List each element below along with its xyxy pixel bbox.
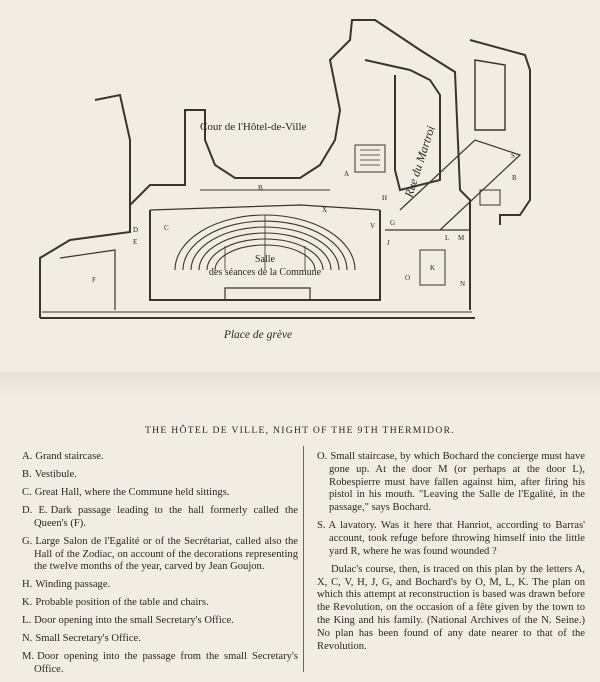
hall-benches <box>174 214 356 271</box>
hall-label-1: Salle <box>255 254 276 265</box>
plan-letter: D <box>133 226 138 234</box>
plan-letter: G <box>390 219 395 227</box>
legend-item: B.Vestibule. <box>22 468 77 480</box>
plan-letter: R <box>512 174 517 182</box>
plan-letter: H <box>382 194 387 202</box>
legend-item: G.Large Salon de l'Egalité or of the Sec… <box>22 535 298 573</box>
plan-letter: F <box>92 276 96 284</box>
plan-letter: B <box>258 184 263 192</box>
plan-letter: N <box>460 280 465 288</box>
legend-item: D. E.Dark passage leading to the hall fo… <box>22 504 298 529</box>
legend-item: N.Small Secretary's Office. <box>22 633 141 645</box>
figure-caption: THE HÔTEL DE VILLE, NIGHT OF THE 9TH THE… <box>145 425 455 436</box>
column-divider <box>303 446 304 672</box>
legend-right-column: O.Small staircase, by which Bochard the … <box>317 451 585 653</box>
legend-item: L.Door opening into the small Secretary'… <box>22 615 234 627</box>
legend-item: S.A lavatory. Was it here that Hanriot, … <box>317 520 585 557</box>
plan-letter: J <box>387 239 390 247</box>
courtyard-label: Cour de l'Hôtel-de-Ville <box>200 121 307 133</box>
plan-letter: M <box>458 234 465 242</box>
plan-walls <box>39 19 531 319</box>
square-label: Place de grève <box>223 329 292 341</box>
plan-letter: X <box>322 206 327 214</box>
legend-item: K.Probable position of the table and cha… <box>22 597 209 609</box>
legend-item: H.Winding passage. <box>22 579 111 591</box>
floor-plan: Cour de l'Hôtel-de-Ville Rue du Martroi … <box>39 19 531 341</box>
page-fold <box>0 372 600 402</box>
plan-letter: K <box>430 264 435 272</box>
plan-letters: A B C D E F G H J K L M N O R S V X <box>92 152 517 288</box>
plan-letter: L <box>445 234 449 242</box>
route-note: Dulac's course, then, is traced on this … <box>317 563 585 652</box>
plan-letter: E <box>133 238 137 246</box>
legend-item: A.Grand staircase. <box>22 451 104 462</box>
street-label: Rue du Martroi <box>401 124 438 200</box>
plan-letter: V <box>370 222 375 230</box>
legend-left-column: A.Grand staircase. B.Vestibule. C.Great … <box>22 451 298 682</box>
legend-item: O.Small staircase, by which Bochard the … <box>317 451 585 514</box>
legend-item: C.Great Hall, where the Commune held sit… <box>22 486 230 498</box>
plan-letter: C <box>164 224 169 232</box>
legend-item: M.Door opening into the passage from the… <box>22 651 298 676</box>
plan-letter: O <box>405 274 410 282</box>
hall-label-2: des séances de la Commune <box>209 267 322 278</box>
plan-letter: A <box>344 170 349 178</box>
plan-letter: S <box>511 152 515 160</box>
